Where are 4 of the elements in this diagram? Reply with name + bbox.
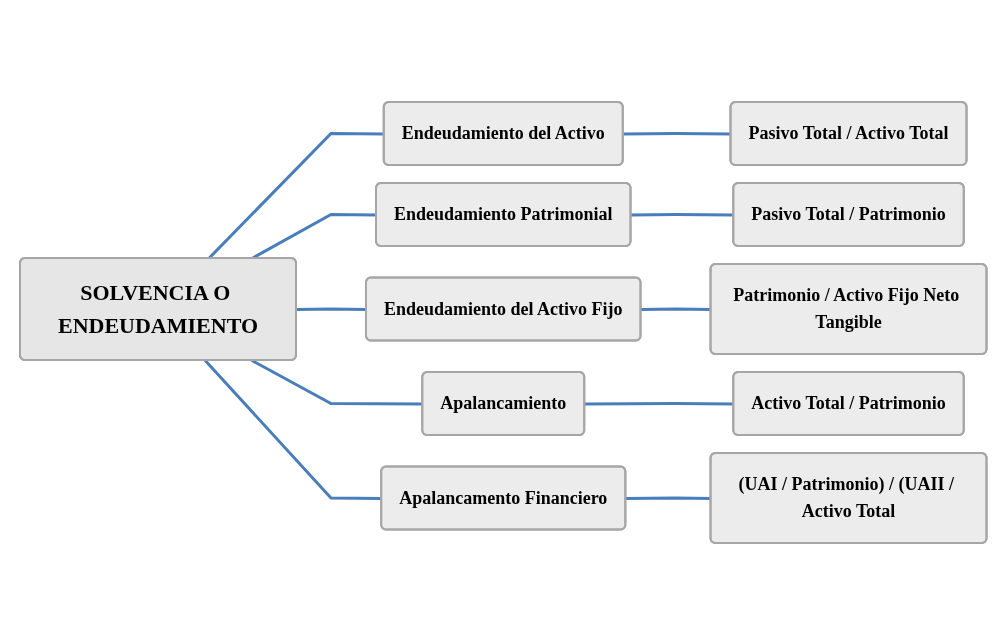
connector: [584, 401, 734, 405]
connector: [623, 131, 731, 135]
connector: [625, 496, 711, 500]
connector: [640, 307, 711, 311]
